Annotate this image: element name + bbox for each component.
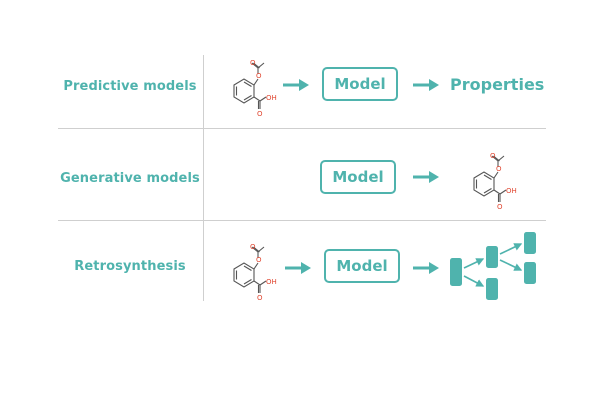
- tree-node: [524, 232, 536, 254]
- arrow-right-icon: [285, 262, 311, 274]
- oxygen-label: O: [256, 72, 262, 80]
- model-box: Model: [320, 160, 396, 194]
- row-label-generative: Generative models: [60, 171, 200, 186]
- arrow-right-icon: [283, 79, 309, 91]
- retrosynthesis-tree-icon: [450, 232, 536, 300]
- oxygen-label: O: [497, 203, 503, 210]
- vertical-divider: [203, 55, 204, 301]
- row-label-predictive: Predictive models: [63, 79, 197, 94]
- horizontal-divider: [58, 220, 546, 221]
- model-box: Model: [324, 249, 400, 283]
- molecule-icon: O O O OH: [233, 59, 277, 117]
- model-box: Model: [322, 67, 398, 101]
- arrow-right-icon: [413, 171, 439, 183]
- hydroxyl-label: OH: [266, 94, 277, 102]
- tree-node: [450, 258, 462, 286]
- model-label: Model: [336, 257, 388, 275]
- row-label-retrosynthesis: Retrosynthesis: [74, 259, 186, 274]
- oxygen-label: O: [250, 59, 256, 67]
- oxygen-label: O: [257, 110, 263, 117]
- tree-node: [486, 246, 498, 268]
- horizontal-divider: [58, 128, 546, 129]
- oxygen-label: O: [496, 165, 502, 173]
- oxygen-label: O: [490, 152, 496, 160]
- oxygen-label: O: [257, 294, 263, 301]
- tree-node: [524, 262, 536, 284]
- hydroxyl-label: OH: [266, 278, 277, 286]
- properties-label: Properties: [450, 75, 545, 94]
- molecule-icon: O O O OH: [233, 243, 277, 301]
- model-label: Model: [334, 75, 386, 93]
- model-label: Model: [332, 168, 384, 186]
- arrow-right-icon: [413, 262, 439, 274]
- oxygen-label: O: [250, 243, 256, 251]
- tree-node: [486, 278, 498, 300]
- arrow-right-icon: [413, 79, 439, 91]
- hydroxyl-label: OH: [506, 187, 517, 195]
- oxygen-label: O: [256, 256, 262, 264]
- molecule-icon: O O O OH: [473, 152, 517, 210]
